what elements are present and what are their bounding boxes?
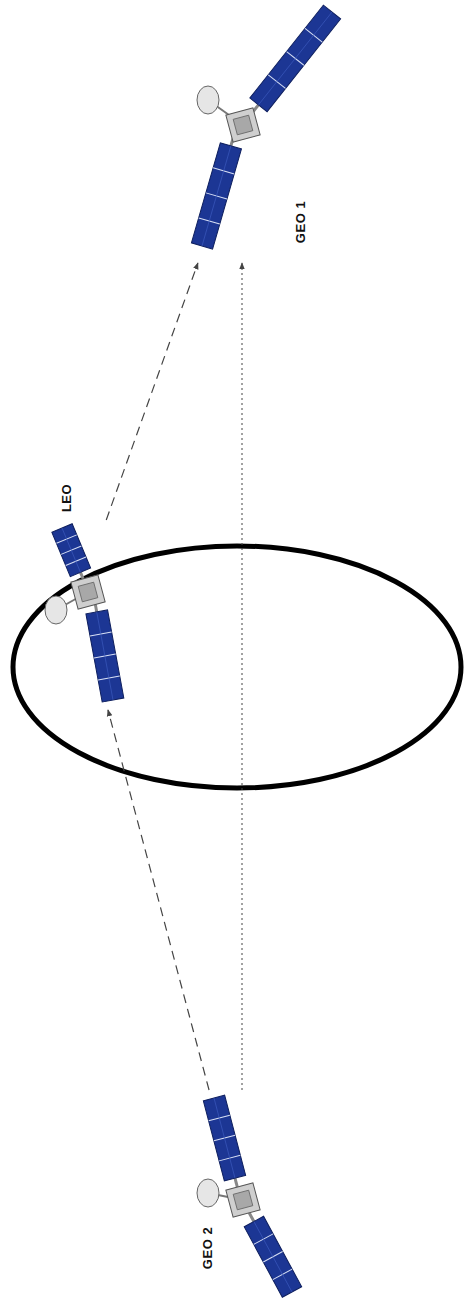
- solar-panel: [84, 600, 124, 702]
- body-detail: [78, 582, 98, 602]
- solar-panel: [191, 133, 244, 249]
- signal-link: [106, 263, 198, 520]
- solar-panel: [203, 1095, 248, 1190]
- signal-link: [242, 263, 243, 1090]
- solar-panel: [52, 524, 95, 586]
- satellite-label: LEO: [59, 484, 74, 512]
- satellite-body: [226, 1183, 260, 1217]
- body-detail: [233, 115, 253, 135]
- satellite-node: LEO: [35, 520, 130, 710]
- solar-panel: [239, 1207, 301, 1297]
- solar-panel: [244, 5, 341, 119]
- satellite-body: [71, 575, 105, 609]
- satellite-body: [226, 108, 260, 142]
- satellite-icon: [185, 5, 340, 263]
- satellite-label: GEO 2: [200, 1227, 215, 1269]
- satellite-icon: [185, 1090, 315, 1305]
- satellite-node: GEO 2: [185, 1090, 315, 1305]
- signal-link: [108, 710, 209, 1090]
- satellite-icon: [35, 520, 130, 710]
- antenna-dish: [45, 596, 67, 624]
- antenna-dish: [197, 1179, 219, 1207]
- orbit-ellipse: [13, 546, 461, 788]
- body-detail: [233, 1190, 253, 1210]
- antenna-dish: [197, 86, 219, 114]
- satellite-label: GEO 1: [293, 201, 308, 243]
- satellite-node: GEO 1: [185, 5, 340, 263]
